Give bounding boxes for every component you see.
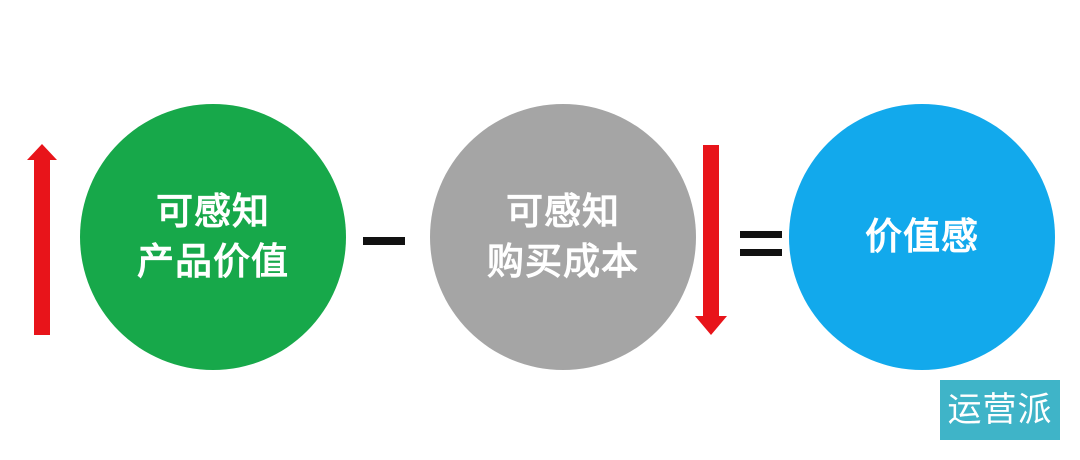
watermark-logo: 运营派 [940, 380, 1060, 440]
equals-bar-top [740, 231, 782, 238]
perceived-purchase-cost-circle: 可感知 购买成本 [430, 104, 696, 370]
term-label-line: 价值感 [865, 215, 979, 258]
term-label-line: 可感知 [156, 190, 270, 233]
up-arrow-icon [27, 144, 57, 335]
perceived-product-value-circle: 可感知 产品价值 [80, 104, 346, 370]
down-arrow-icon [695, 145, 727, 335]
equals-bar-bottom [740, 249, 782, 256]
minus-operator [363, 237, 405, 245]
term-label-line: 购买成本 [487, 240, 639, 283]
term-label-line: 产品价值 [137, 240, 289, 283]
term-label-line: 可感知 [506, 190, 620, 233]
sense-of-value-circle: 价值感 [789, 104, 1055, 370]
